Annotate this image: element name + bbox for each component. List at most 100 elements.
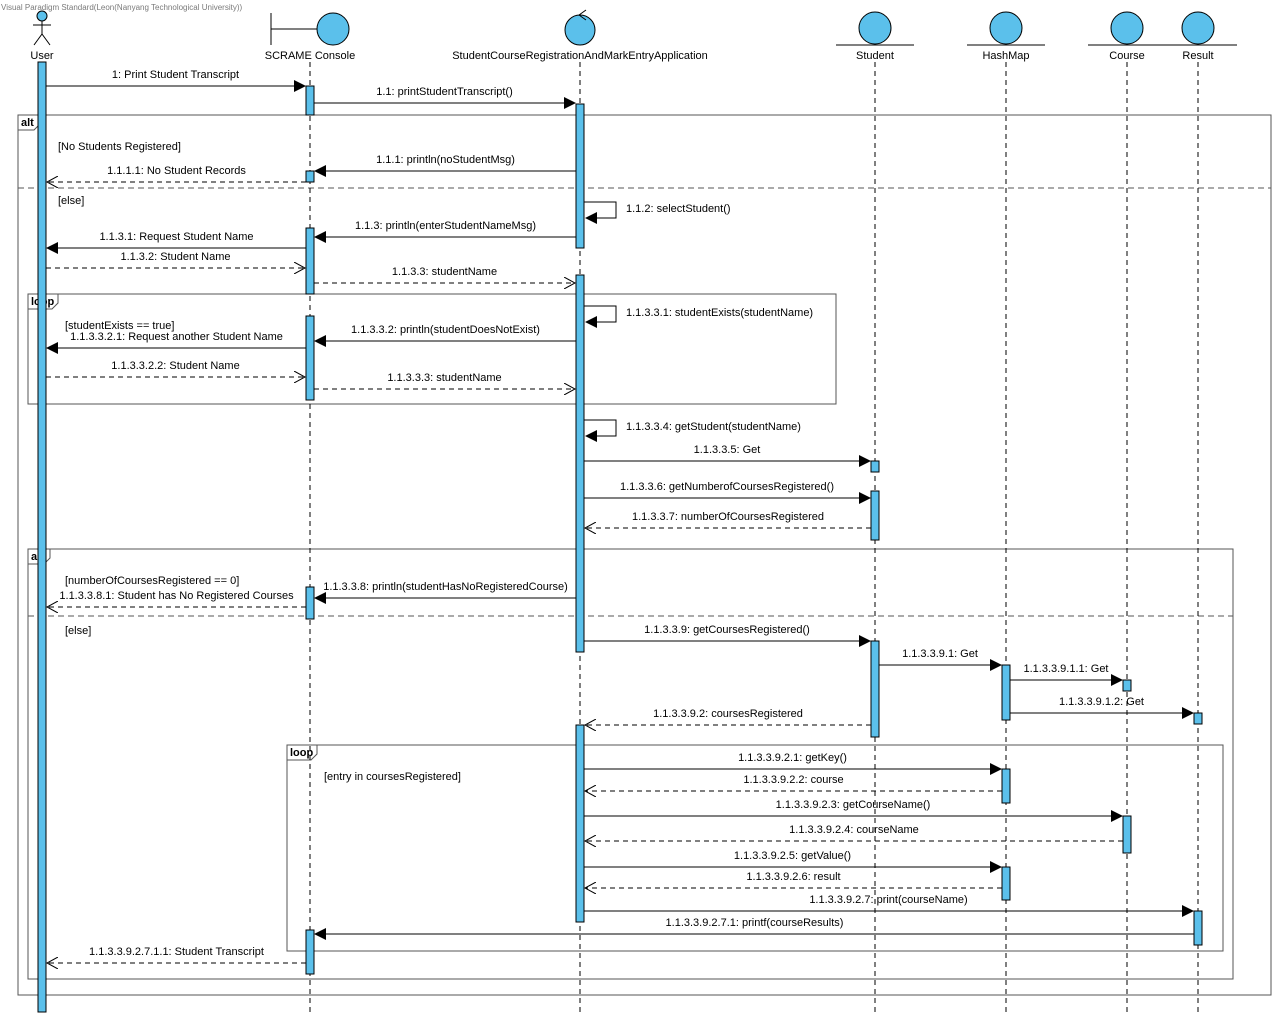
- fragment-operator: alt: [21, 117, 34, 129]
- message-label: 1.1.3.3.9.2.7: print(courseName): [809, 894, 967, 906]
- message-4[interactable]: 1.1.1.1: No Student Records: [47, 165, 306, 182]
- message-label: 1.1.3.3: studentName: [392, 266, 497, 278]
- message-8[interactable]: 1.1.3.2: Student Name: [46, 251, 305, 268]
- message-29[interactable]: 1.1.3.3.9.2.4: courseName: [585, 824, 1123, 841]
- message-label: 1.1.3.3.2.1: Request another Student Nam…: [70, 331, 283, 343]
- activation-bar-course: [1122, 815, 1132, 854]
- message-28[interactable]: 1.1.3.3.9.2.3: getCourseName(): [584, 799, 1123, 822]
- message-label: 1.1.3.3.9.1.2: Get: [1059, 696, 1144, 708]
- activations-layer: [37, 61, 1203, 1013]
- activation-bar-result: [1193, 910, 1203, 946]
- message-23[interactable]: 1.1.3.3.9.1.1: Get: [1010, 663, 1123, 686]
- fragment-guard: [No Students Registered]: [58, 141, 181, 153]
- message-9[interactable]: 1.1.3.3: studentName: [314, 266, 575, 283]
- fragment-operator: loop: [290, 747, 313, 759]
- lifeline-name: SCRAME Console: [265, 50, 355, 62]
- message-3[interactable]: 1.1.1: println(noStudentMsg): [314, 154, 576, 177]
- message-label: 1.1.3.3.9.1: Get: [902, 648, 978, 660]
- control-icon: [564, 9, 596, 46]
- activation-bar-app: [575, 724, 585, 923]
- message-label: 1.1: printStudentTranscript(): [376, 86, 513, 98]
- message-label: 1.1.3.3.7: numberOfCoursesRegistered: [632, 511, 824, 523]
- lifeline-result[interactable]: Result: [1159, 11, 1237, 1016]
- activation-bar-user: [37, 61, 47, 1013]
- message-22[interactable]: 1.1.3.3.9.1: Get: [879, 648, 1002, 671]
- message-label: 1.1.3: println(enterStudentNameMsg): [355, 220, 536, 232]
- message-1[interactable]: 1: Print Student Transcript: [46, 69, 306, 92]
- message-10[interactable]: 1.1.3.3.1: studentExists(studentName): [584, 305, 813, 328]
- message-20[interactable]: 1.1.3.3.8.1: Student has No Registered C…: [47, 590, 306, 607]
- actor-icon: [33, 10, 51, 46]
- activation-bar-console: [305, 315, 315, 401]
- message-label: 1: Print Student Transcript: [112, 69, 239, 81]
- message-26[interactable]: 1.1.3.3.9.2.1: getKey(): [584, 752, 1002, 775]
- message-label: 1.1.3.3.9.2.7.1: printf(courseResults): [666, 917, 844, 929]
- message-label: 1.1.3.3.9.2.6: result: [746, 871, 840, 883]
- message-label: 1.1.3.3.1: studentExists(studentName): [626, 307, 813, 319]
- message-13[interactable]: 1.1.3.3.2.2: Student Name: [46, 360, 305, 377]
- message-label: 1.1.3.3.2: println(studentDoesNotExist): [351, 324, 540, 336]
- message-arrow: [584, 201, 617, 224]
- message-5[interactable]: 1.1.2: selectStudent(): [584, 201, 731, 224]
- message-24[interactable]: 1.1.3.3.9.1.2: Get: [1010, 696, 1194, 719]
- message-34[interactable]: 1.1.3.3.9.2.7.1.1: Student Transcript: [47, 946, 306, 963]
- message-label: 1.1.1: println(noStudentMsg): [376, 154, 515, 166]
- fragments-layer: alt [No Students Registered] [else] loop [st…: [17, 114, 1272, 996]
- entity-icon: [967, 11, 1045, 46]
- activation-bar-hashmap: [1001, 664, 1011, 721]
- message-32[interactable]: 1.1.3.3.9.2.7: print(courseName): [584, 894, 1194, 917]
- activation-bar-hashmap: [1001, 768, 1011, 804]
- message-27[interactable]: 1.1.3.3.9.2.2: course: [585, 774, 1002, 791]
- lifeline-console[interactable]: SCRAME Console: [265, 12, 355, 1016]
- fragment-guard: [numberOfCoursesRegistered == 0]: [65, 575, 239, 587]
- messages-layer: 1: Print Student Transcript 1.1: printStu…: [46, 69, 1194, 963]
- entity-icon: [1159, 11, 1237, 46]
- activation-bar-console: [305, 170, 315, 183]
- message-14[interactable]: 1.1.3.3.3: studentName: [314, 372, 575, 389]
- message-2[interactable]: 1.1: printStudentTranscript(): [314, 86, 576, 109]
- message-19[interactable]: 1.1.3.3.8: println(studentHasNoRegistere…: [314, 581, 576, 604]
- message-label: 1.1.3.3.9.1.1: Get: [1023, 663, 1108, 675]
- watermark-text: Visual Paradigm Standard(Leon(Nanyang Te…: [1, 3, 243, 12]
- lifeline-hashmap[interactable]: HashMap: [967, 11, 1045, 1016]
- lifeline-course[interactable]: Course: [1088, 11, 1166, 1016]
- lifeline-name: Result: [1182, 50, 1213, 62]
- lifeline-name: HashMap: [982, 50, 1029, 62]
- fragment-guard: [else]: [65, 625, 91, 637]
- fragment-guard: [studentExists == true]: [65, 320, 174, 332]
- message-30[interactable]: 1.1.3.3.9.2.5: getValue(): [584, 850, 1002, 873]
- message-31[interactable]: 1.1.3.3.9.2.6: result: [585, 871, 1002, 888]
- message-label: 1.1.3.3.2.2: Student Name: [111, 360, 239, 372]
- activation-bar-hashmap: [1001, 866, 1011, 901]
- fragment-guard: [else]: [58, 195, 84, 207]
- message-33[interactable]: 1.1.3.3.9.2.7.1: printf(courseResults): [314, 917, 1194, 940]
- fragment-alt: alt[numberOfCoursesRegistered == 0][else…: [27, 548, 1234, 980]
- lifeline-name: StudentCourseRegistrationAndMarkEntryApp…: [452, 50, 708, 62]
- message-16[interactable]: 1.1.3.3.5: Get: [584, 444, 871, 467]
- activation-bar-console: [305, 586, 315, 620]
- message-7[interactable]: 1.1.3.1: Request Student Name: [46, 231, 306, 254]
- message-label: 1.1.3.3.8.1: Student has No Registered C…: [59, 590, 294, 602]
- message-11[interactable]: 1.1.3.3.2: println(studentDoesNotExist): [314, 324, 576, 347]
- message-label: 1.1.3.3.3: studentName: [387, 372, 501, 384]
- activation-bar-console: [305, 227, 315, 295]
- message-label: 1.1.3.3.6: getNumberofCoursesRegistered(…: [620, 481, 834, 493]
- fragment-alt: alt [No Students Registered] [else]: [17, 114, 1272, 996]
- message-25[interactable]: 1.1.3.3.9.2: coursesRegistered: [585, 708, 871, 725]
- message-label: 1.1.3.3.9.2.5: getValue(): [734, 850, 851, 862]
- message-15[interactable]: 1.1.3.3.4: getStudent(studentName): [584, 419, 801, 442]
- message-label: 1.1.2: selectStudent(): [626, 203, 731, 215]
- message-12[interactable]: 1.1.3.3.2.1: Request another Student Nam…: [46, 331, 306, 354]
- message-label: 1.1.3.3.9.2.3: getCourseName(): [776, 799, 931, 811]
- message-label: 1.1.3.2: Student Name: [120, 251, 230, 263]
- message-arrow: [584, 305, 617, 328]
- message-21[interactable]: 1.1.3.3.9: getCoursesRegistered(): [584, 624, 871, 647]
- message-label: 1.1.3.3.9.2.1: getKey(): [738, 752, 847, 764]
- message-17[interactable]: 1.1.3.3.6: getNumberofCoursesRegistered(…: [584, 481, 871, 504]
- message-label: 1.1.3.3.5: Get: [694, 444, 761, 456]
- message-18[interactable]: 1.1.3.3.7: numberOfCoursesRegistered: [585, 511, 871, 528]
- message-6[interactable]: 1.1.3: println(enterStudentNameMsg): [314, 220, 576, 243]
- message-label: 1.1.3.3.9.2: coursesRegistered: [653, 708, 803, 720]
- message-label: 1.1.3.3.9.2.2: course: [743, 774, 843, 786]
